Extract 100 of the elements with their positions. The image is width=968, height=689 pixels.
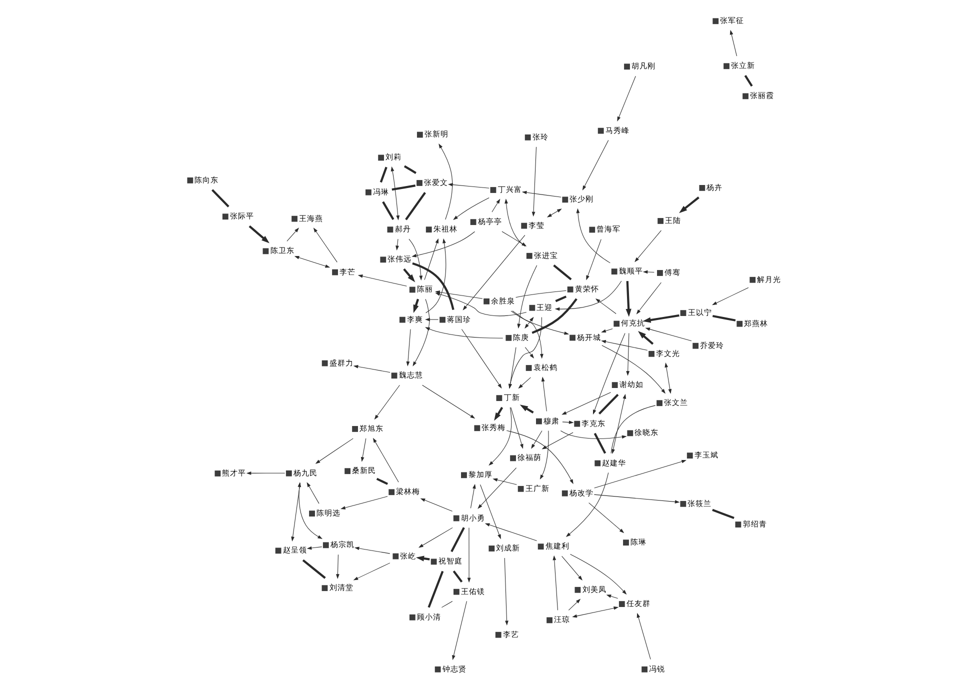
arrow xyxy=(562,555,582,580)
arrow xyxy=(679,196,700,213)
node-box xyxy=(453,514,460,521)
node-box xyxy=(506,334,512,340)
node-box xyxy=(656,400,662,406)
node-box xyxy=(409,614,416,620)
connector xyxy=(553,264,572,280)
arrow xyxy=(594,459,686,488)
arrow xyxy=(492,478,517,484)
node-box xyxy=(712,18,719,24)
arrow xyxy=(540,430,549,480)
connector xyxy=(598,393,619,414)
node-box xyxy=(470,218,476,225)
node-box xyxy=(366,188,372,195)
node-box xyxy=(658,218,664,224)
node-box xyxy=(562,490,568,496)
node-box xyxy=(657,270,663,276)
connector xyxy=(428,570,444,608)
arrow xyxy=(531,430,542,448)
connector xyxy=(302,558,326,578)
node-box xyxy=(309,510,315,516)
arrow xyxy=(461,328,502,388)
node-box xyxy=(461,472,467,478)
arrow xyxy=(480,484,501,539)
node-box xyxy=(594,460,601,466)
arrow xyxy=(582,140,609,190)
arrow xyxy=(246,470,286,474)
arrow xyxy=(374,384,400,420)
connector xyxy=(594,432,606,454)
arrow xyxy=(638,330,654,344)
node-box xyxy=(416,180,422,186)
connector xyxy=(405,192,426,220)
node-box xyxy=(521,222,528,228)
arrow xyxy=(636,612,651,660)
arrow xyxy=(586,238,602,280)
connector xyxy=(450,526,465,552)
connector xyxy=(452,570,463,582)
node-box xyxy=(409,286,416,292)
arrow xyxy=(438,143,453,220)
arrow xyxy=(664,362,672,394)
arrow xyxy=(412,230,476,257)
arrow xyxy=(426,238,446,313)
node-box xyxy=(392,552,399,559)
connector xyxy=(392,184,416,190)
node-box xyxy=(454,588,460,594)
node-box xyxy=(598,127,604,134)
node-box xyxy=(292,215,298,222)
node-box xyxy=(286,470,292,476)
arrow xyxy=(467,527,471,582)
arrow xyxy=(612,393,626,454)
node-box xyxy=(642,666,648,672)
node-box xyxy=(352,426,358,432)
arrow xyxy=(354,546,390,554)
arrow xyxy=(406,328,411,366)
arrow xyxy=(546,208,562,217)
arrow xyxy=(601,328,613,332)
arrow xyxy=(560,430,627,438)
arrow xyxy=(424,238,438,280)
arrow xyxy=(313,227,338,262)
arrow xyxy=(576,208,610,263)
arrow xyxy=(452,600,467,660)
node-box xyxy=(627,430,634,436)
node-box xyxy=(699,184,706,190)
node-box xyxy=(495,631,502,638)
arrow xyxy=(425,326,504,338)
node-box xyxy=(562,196,568,202)
node-box xyxy=(526,364,532,370)
arrow xyxy=(642,314,680,322)
arrow xyxy=(360,438,366,462)
arrow xyxy=(353,364,390,372)
arrow xyxy=(248,224,270,243)
arrow xyxy=(294,255,330,268)
node-box xyxy=(391,372,398,378)
arrow xyxy=(396,238,399,250)
connector xyxy=(712,508,734,518)
arrow xyxy=(634,230,662,262)
arrow xyxy=(524,346,534,358)
node-box xyxy=(736,320,743,326)
connector xyxy=(516,290,566,298)
connector xyxy=(404,164,416,174)
connector xyxy=(380,166,388,182)
arrow xyxy=(502,230,527,246)
arrow xyxy=(478,467,517,508)
node-box xyxy=(524,134,531,140)
arrow xyxy=(636,282,662,314)
arrow xyxy=(588,502,624,533)
arrow xyxy=(601,340,648,350)
node-box xyxy=(388,488,395,495)
node-box xyxy=(574,586,581,592)
arrow xyxy=(617,75,636,121)
arrow xyxy=(484,522,538,540)
connector xyxy=(610,404,656,454)
node-box xyxy=(322,542,329,548)
arrow xyxy=(566,472,609,537)
connector xyxy=(412,262,454,310)
arrow xyxy=(470,483,476,508)
arrow xyxy=(522,190,562,197)
node-box xyxy=(526,252,532,258)
arrow xyxy=(712,286,749,305)
node-box xyxy=(680,310,686,316)
